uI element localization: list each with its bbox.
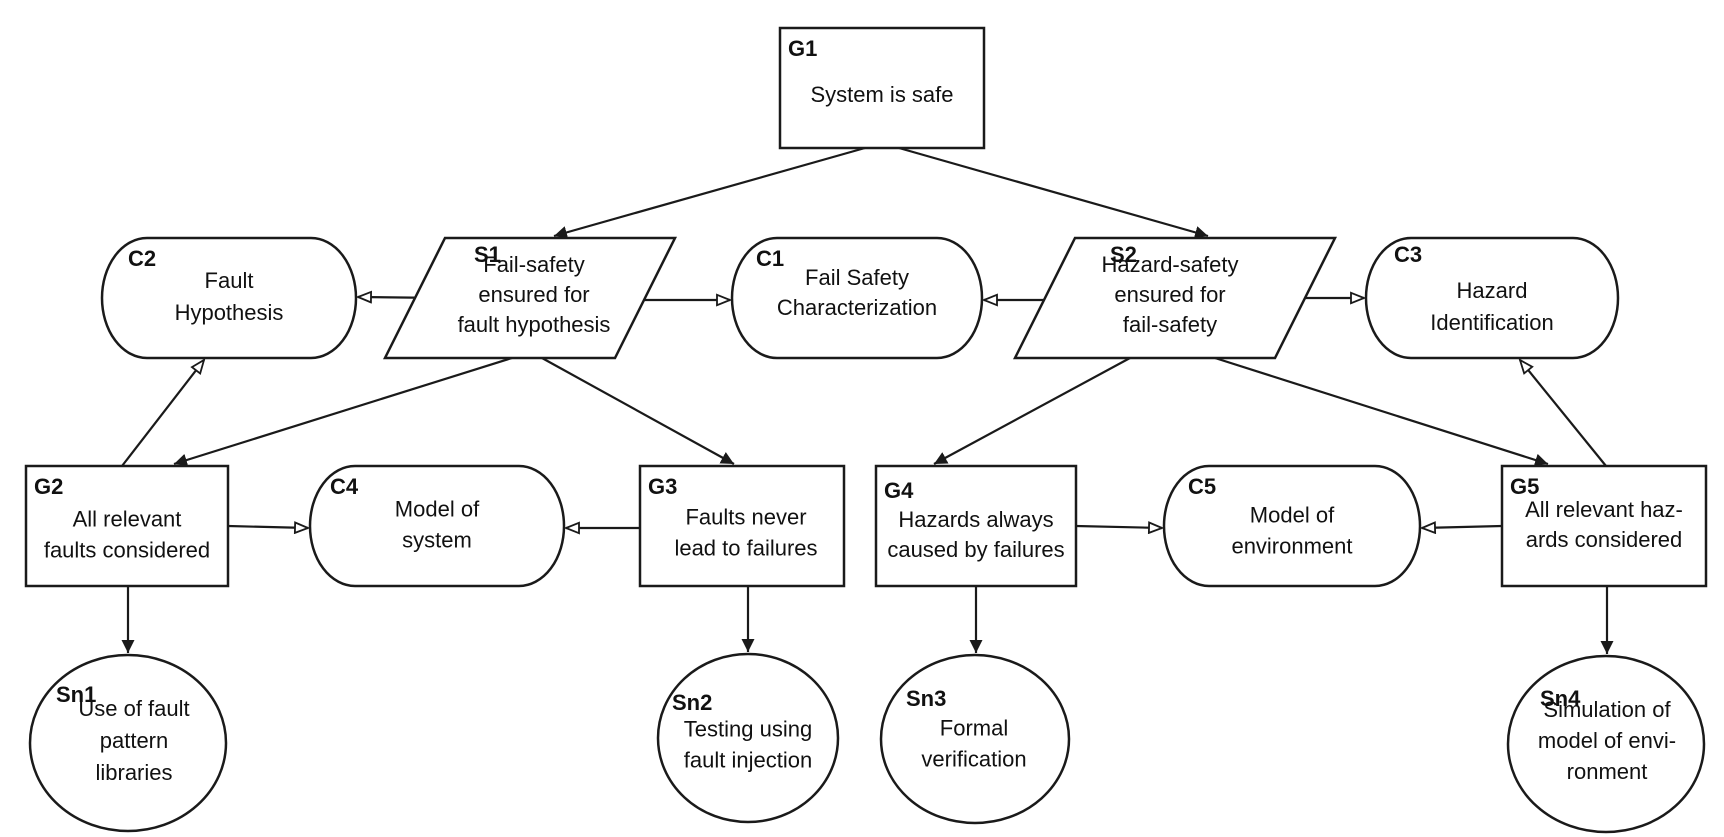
- node-text-line: system: [402, 528, 472, 553]
- node-text-line: Characterization: [777, 295, 937, 320]
- context-shape: [730, 236, 984, 360]
- node-text-line: caused by failures: [887, 537, 1064, 562]
- node-text-line: environment: [1231, 534, 1352, 559]
- node-id-label: Sn3: [906, 686, 946, 711]
- node-text-line: faults considered: [44, 538, 210, 563]
- edge-g4-to-c5: [1075, 526, 1162, 528]
- context-shape: [100, 236, 358, 360]
- node-id-label: C5: [1188, 474, 1216, 499]
- node-text-line: verification: [921, 747, 1026, 772]
- node-text-line: libraries: [95, 760, 172, 785]
- goal-shape: [778, 26, 986, 150]
- edge-s2-to-g5: [1214, 356, 1549, 467]
- node-text-line: Hazard: [1457, 278, 1528, 303]
- edge-g5-to-c5: [1422, 526, 1503, 528]
- node-id-label: C3: [1394, 242, 1422, 267]
- strategy-shape: [1012, 236, 1338, 360]
- node-id-label: S1: [474, 242, 501, 267]
- node-id-label: G3: [648, 474, 677, 499]
- edge-g2-to-c2: [121, 360, 204, 467]
- solution-shape: [28, 653, 228, 833]
- edge-s2-to-g4: [933, 357, 1131, 465]
- node-id-label: C2: [128, 246, 156, 271]
- node-text-line: lead to failures: [674, 536, 817, 561]
- node-text-line: fail-safety: [1123, 312, 1217, 337]
- node-text-line: Fail Safety: [805, 265, 909, 290]
- node-text-line: ards considered: [1526, 527, 1683, 552]
- node-text-line: model of envi-: [1538, 728, 1676, 753]
- node-text-line: fault hypothesis: [458, 312, 611, 337]
- node-text-line: Fail-safety: [483, 252, 584, 277]
- node-text-line: Model of: [395, 497, 480, 522]
- edge-g1-to-s2: [891, 144, 1209, 239]
- node-text-line: Hazard-safety: [1102, 252, 1239, 277]
- context-shape: [1364, 236, 1620, 360]
- node-id-label: G2: [34, 474, 63, 499]
- solution-shape: [1506, 654, 1706, 834]
- edge-s1-to-g3: [541, 357, 735, 465]
- node-text-line: Hypothesis: [175, 300, 284, 325]
- node-text-line: Use of fault: [78, 696, 189, 721]
- edge-g2-to-c4: [227, 526, 308, 528]
- node-text-line: Identification: [1430, 310, 1554, 335]
- node-text-line: ensured for: [478, 282, 589, 307]
- node-id-label: G5: [1510, 474, 1539, 499]
- node-text-line: Hazards always: [898, 507, 1053, 532]
- node-text-line: pattern: [100, 728, 169, 753]
- edge-s1-to-g2: [173, 356, 513, 467]
- node-text-line: Simulation of: [1543, 697, 1671, 722]
- solution-shape: [879, 653, 1071, 825]
- node-text-line: Testing using: [684, 717, 812, 742]
- node-text-line: System is safe: [810, 82, 953, 107]
- strategy-shape: [382, 236, 678, 360]
- solution-shape: [656, 652, 840, 824]
- context-shape: [308, 464, 566, 588]
- node-text-line: All relevant haz-: [1525, 497, 1683, 522]
- edge-g5-to-c3: [1520, 360, 1607, 467]
- node-id-label: Sn4: [1540, 686, 1581, 711]
- node-id-label: C4: [330, 474, 359, 499]
- node-id-label: G1: [788, 36, 817, 61]
- node-id-label: Sn1: [56, 682, 96, 707]
- goal-shape: [874, 464, 1078, 588]
- node-text-line: Formal: [940, 716, 1008, 741]
- goal-shape: [1500, 464, 1708, 588]
- node-id-label: Sn2: [672, 690, 712, 715]
- node-text-line: fault injection: [684, 748, 812, 773]
- node-text-line: Faults never: [685, 505, 806, 530]
- node-id-label: G4: [884, 478, 914, 503]
- node-text-line: Model of: [1250, 503, 1335, 528]
- context-shape: [1162, 464, 1422, 588]
- node-id-label: C1: [756, 246, 784, 271]
- node-text-line: Fault: [205, 268, 254, 293]
- node-id-label: S2: [1110, 242, 1137, 267]
- goal-shape: [638, 464, 846, 588]
- node-text-line: ensured for: [1114, 282, 1225, 307]
- goal-shape: [24, 464, 230, 588]
- node-text-line: ronment: [1567, 759, 1648, 784]
- node-text-line: All relevant: [73, 507, 182, 532]
- edge-g1-to-s1: [553, 144, 873, 239]
